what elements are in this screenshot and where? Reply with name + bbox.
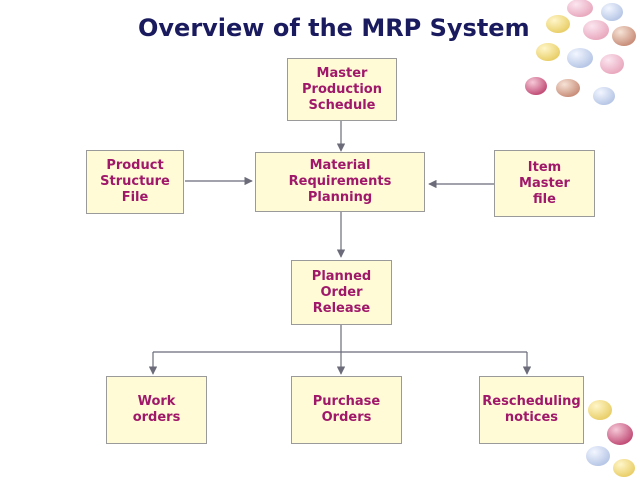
- slide-title: Overview of the MRP System: [138, 14, 530, 42]
- node-work-orders: Work orders: [106, 376, 207, 444]
- node-material-requirements-planning: Material Requirements Planning: [255, 152, 425, 212]
- node-master-production-schedule: Master Production Schedule: [287, 58, 397, 121]
- node-planned-order-release: Planned Order Release: [291, 260, 392, 325]
- candy-eggs-bottom-decoration: [586, 400, 635, 477]
- node-product-structure-file: Product Structure File: [86, 150, 184, 214]
- node-rescheduling-notices: Rescheduling notices: [479, 376, 584, 444]
- candy-eggs-top-decoration: [525, 0, 636, 105]
- node-item-master-file: Item Master file: [494, 150, 595, 217]
- node-purchase-orders: Purchase Orders: [291, 376, 402, 444]
